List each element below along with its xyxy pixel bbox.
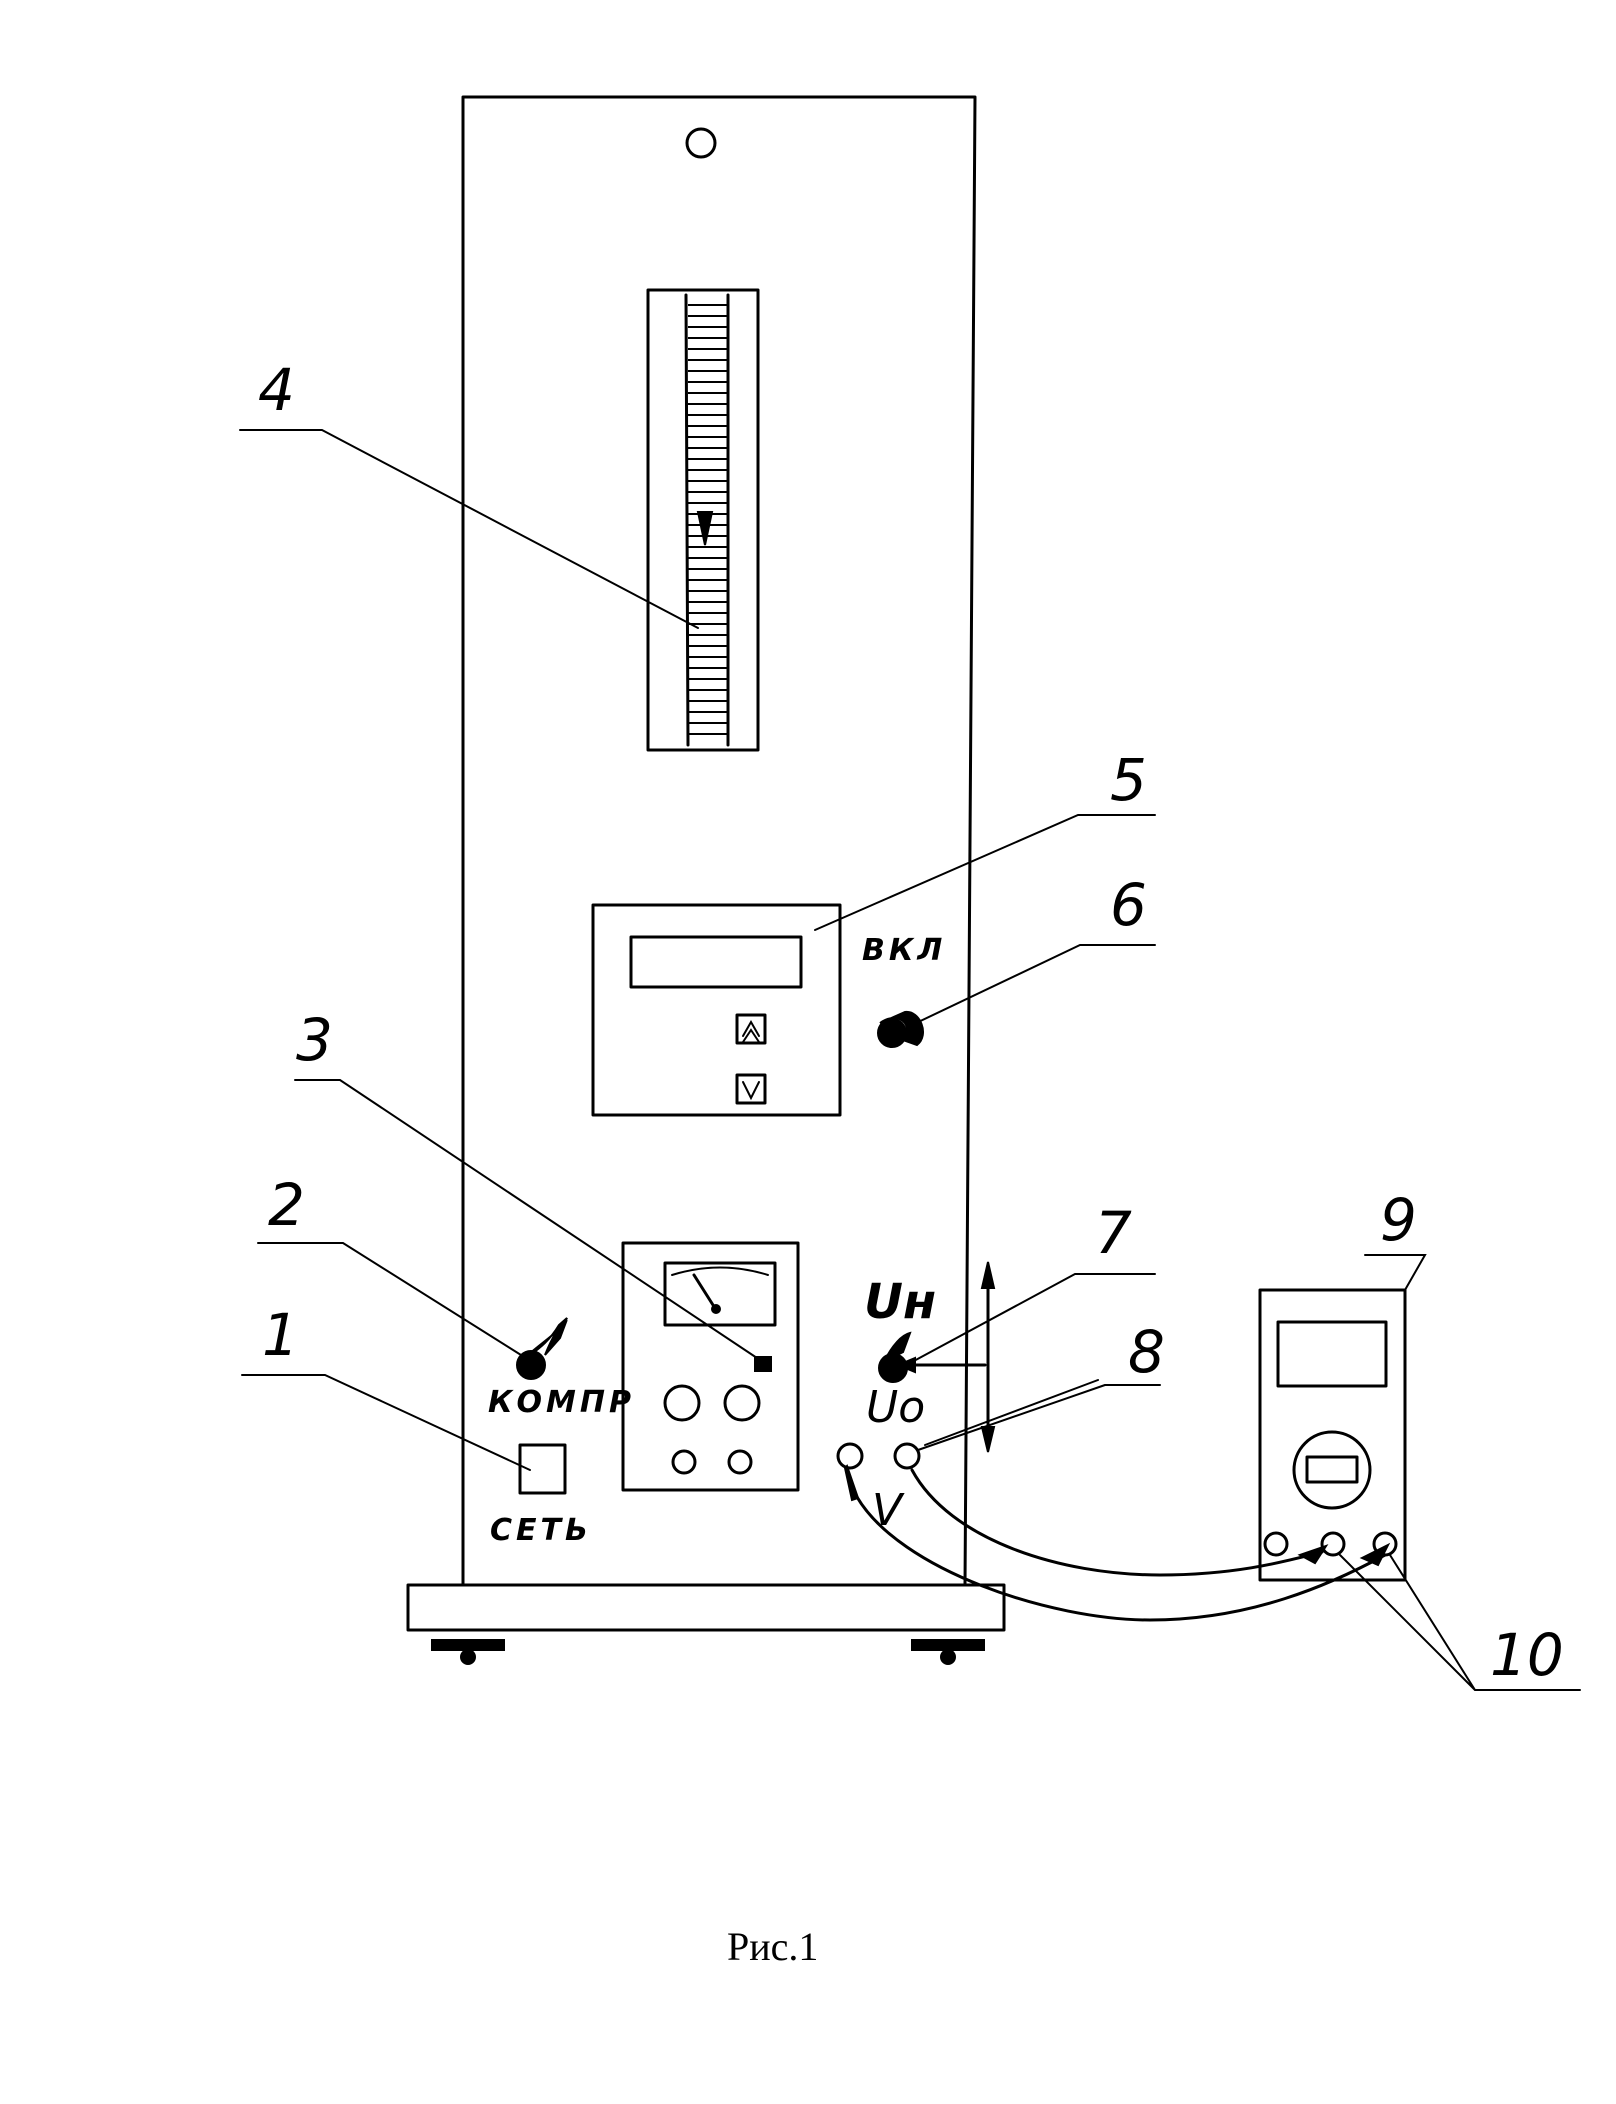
voltage-o-label: Uо: [866, 1382, 925, 1433]
callout-10: 10: [1490, 1621, 1564, 1689]
multimeter-socket-1[interactable]: [1263, 1531, 1289, 1557]
down-button[interactable]: [735, 1073, 767, 1105]
test-leads: [855, 1468, 1391, 1622]
voltage-n-label: Uн: [864, 1274, 936, 1330]
display-unit: [591, 903, 842, 1117]
meter-socket-1[interactable]: [671, 1449, 697, 1475]
probe-tip: [843, 1464, 860, 1502]
terminal-left[interactable]: [836, 1442, 864, 1470]
analog-meter: [663, 1261, 777, 1327]
callout-2: 2: [268, 1171, 305, 1239]
mains-switch[interactable]: [518, 1443, 567, 1495]
voltmeter-label: V: [872, 1485, 905, 1536]
top-hole: [685, 127, 717, 159]
multimeter-dial[interactable]: [1292, 1430, 1372, 1510]
up-button[interactable]: [735, 1013, 767, 1045]
leader-lines: [239, 429, 1581, 1691]
compressor-label: КОМПР: [488, 1385, 635, 1420]
voltage-selector-switch[interactable]: [878, 1331, 912, 1383]
scale-ticks: [688, 304, 728, 735]
meter-knob-1[interactable]: [663, 1384, 701, 1422]
power-label: ВКЛ: [862, 933, 946, 968]
callout-7: 7: [1095, 1199, 1132, 1267]
meter-socket-2[interactable]: [727, 1449, 753, 1475]
power-toggle-switch[interactable]: [877, 1010, 924, 1048]
callout-1: 1: [262, 1301, 299, 1369]
display-screen: [629, 935, 803, 989]
multimeter-socket-2[interactable]: [1320, 1531, 1346, 1557]
callout-8: 8: [1128, 1318, 1165, 1386]
selector-arrows: [895, 1261, 996, 1453]
cabinet-panel: [461, 95, 977, 1587]
terminal-right[interactable]: [893, 1442, 921, 1470]
figure-caption: Рис.1: [727, 1924, 818, 1969]
left-foot: [431, 1639, 505, 1665]
compressor-toggle-switch[interactable]: [516, 1317, 568, 1380]
rotameter-scale: [646, 288, 760, 752]
callout-6: 6: [1110, 871, 1147, 939]
right-foot: [911, 1639, 985, 1665]
meter-block: [621, 1241, 800, 1492]
cabinet-base: [406, 1583, 1006, 1665]
callout-4: 4: [258, 356, 295, 424]
meter-knob-2[interactable]: [723, 1384, 761, 1422]
multimeter-display: [1276, 1320, 1388, 1388]
callout-9: 9: [1380, 1186, 1417, 1254]
callout-5: 5: [1110, 746, 1147, 814]
multimeter: [1258, 1288, 1407, 1582]
callout-3: 3: [296, 1006, 333, 1074]
float-indicator: [696, 511, 714, 546]
mains-label: СЕТЬ: [490, 1513, 592, 1548]
